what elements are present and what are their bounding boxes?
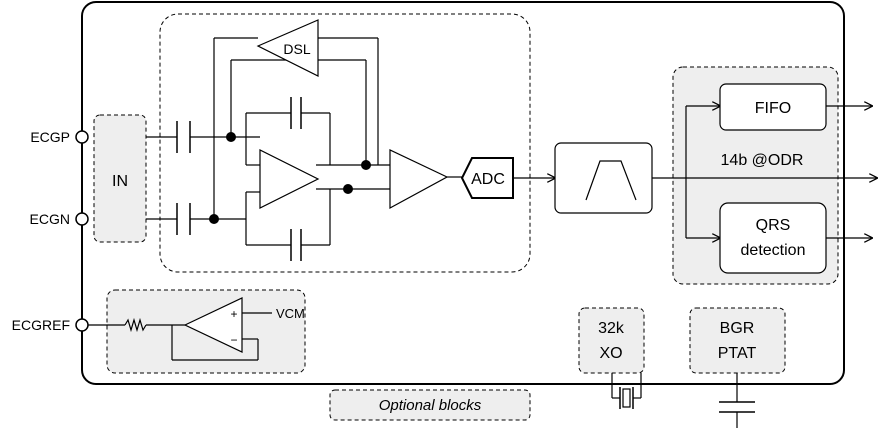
adc-block bbox=[460, 157, 514, 199]
bgr-capacitor-icon bbox=[719, 401, 755, 413]
chip-outline bbox=[81, 1, 845, 385]
decimation-filter bbox=[554, 142, 653, 214]
opamp-plus: + bbox=[230, 307, 237, 321]
bgr-block bbox=[689, 307, 786, 374]
gain-amp bbox=[389, 149, 449, 210]
ecgref-label: ECGREF bbox=[12, 317, 70, 333]
dsl-buffer bbox=[256, 19, 319, 77]
ecgp-label: ECGP bbox=[30, 129, 70, 145]
input-block bbox=[93, 114, 147, 243]
ecgp-pin bbox=[75, 130, 89, 144]
vcm-opamp bbox=[183, 297, 243, 353]
xo-label-line2: XO bbox=[599, 345, 622, 362]
vcm-label: VCM bbox=[276, 306, 305, 321]
bgr-label-line2: PTAT bbox=[718, 345, 757, 362]
legend-optional-label: Optional blocks bbox=[379, 397, 482, 414]
qrs-detection-block bbox=[719, 202, 827, 274]
input-label: IN bbox=[112, 173, 128, 190]
opamp-minus: − bbox=[230, 333, 237, 347]
analog-frontend-region bbox=[159, 13, 531, 273]
qrs-label-line1: QRS bbox=[756, 217, 791, 234]
ecgn-label: ECGN bbox=[30, 211, 70, 227]
adc-label: ADC bbox=[471, 171, 505, 188]
data-rate-label: 14b @ODR bbox=[721, 152, 804, 169]
fifo-label: FIFO bbox=[755, 100, 791, 117]
junction-dots bbox=[209, 132, 371, 224]
filter-shape bbox=[585, 160, 637, 201]
preamp bbox=[259, 149, 320, 209]
xo-block bbox=[578, 307, 645, 374]
fifo-block bbox=[719, 83, 827, 131]
ecgn-pin bbox=[75, 212, 89, 226]
crystal-icon bbox=[619, 387, 634, 409]
dsl-label: DSL bbox=[283, 41, 310, 57]
bgr-label-line1: BGR bbox=[720, 320, 755, 337]
qrs-label-line2: detection bbox=[741, 242, 806, 259]
input-capacitors bbox=[176, 121, 191, 235]
xo-label-line1: 32k bbox=[598, 320, 625, 337]
legend-optional-box bbox=[329, 389, 531, 421]
feedback-capacitors bbox=[290, 97, 302, 261]
ecgref-pin bbox=[75, 318, 89, 332]
